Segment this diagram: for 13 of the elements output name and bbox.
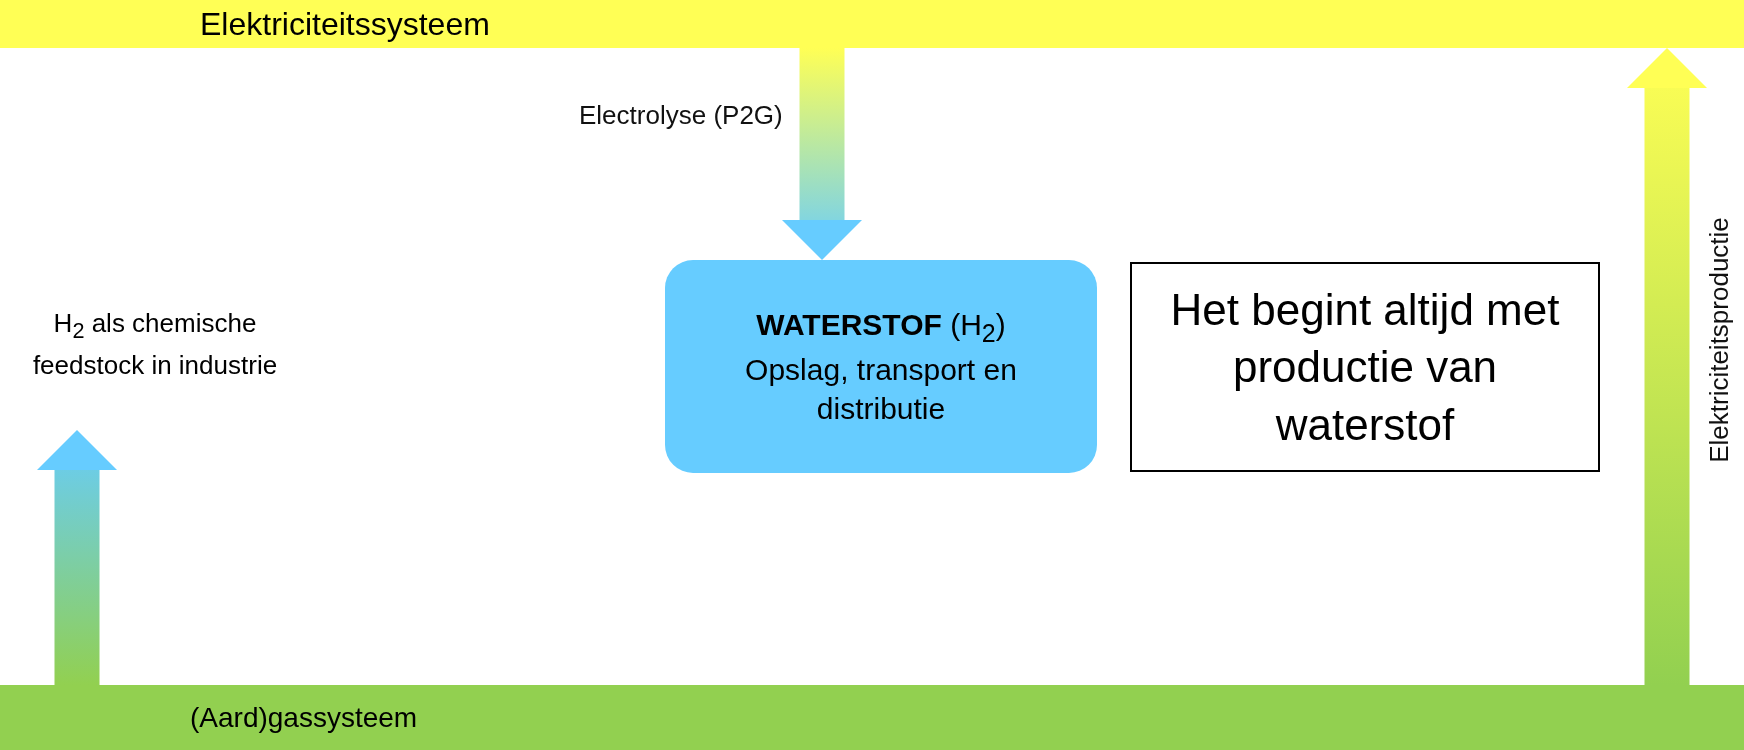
process-box [665,260,1097,473]
note-box [1130,262,1600,472]
arrow [37,430,117,685]
system-band [0,685,1744,750]
box-heading: WATERSTOF (H$_{2}$) [756,307,1006,350]
arrow [1627,48,1707,685]
flow-label: H$_{2}$ als chemische feedstock in industrie [20,305,290,430]
arrow [782,48,862,260]
band-title: Elektriciteitssysteem [200,5,490,43]
note-text: Het begint altijd met productie van waterstof [1169,284,1561,451]
box-text: Opslag, transport en distributie [744,351,1018,427]
system-band [0,0,1744,48]
band-title: (Aard)gassysteem [190,701,418,734]
